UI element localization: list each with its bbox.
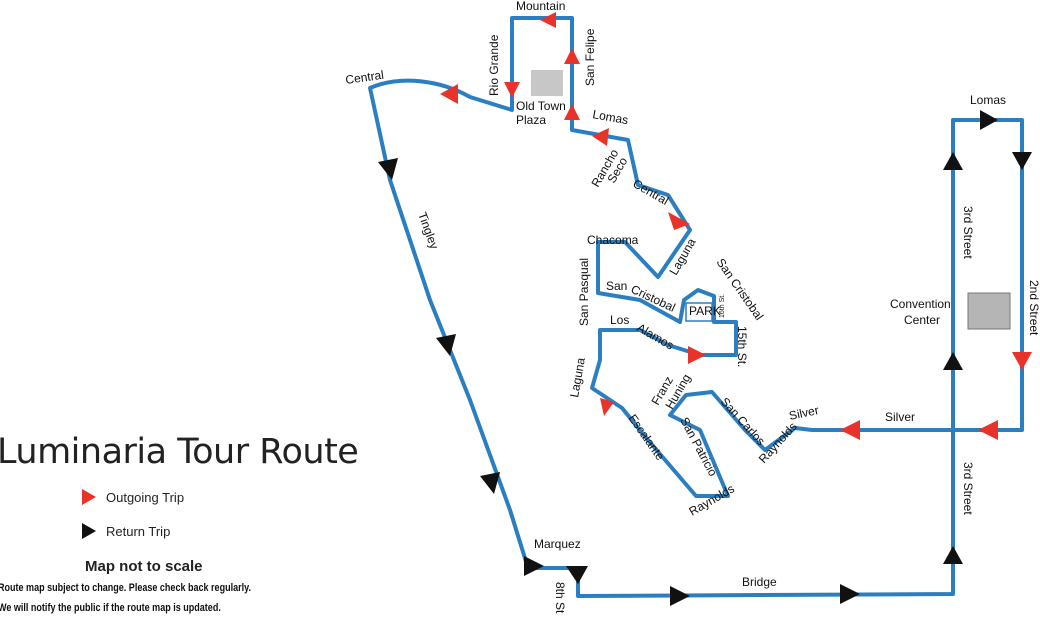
outgoing-arrow-mountain xyxy=(540,12,556,28)
return-arrow-marquez xyxy=(524,556,544,576)
label-san-a: San xyxy=(606,279,627,293)
return-arrow-third-mid xyxy=(943,352,963,370)
return-arrow-bridge-east xyxy=(840,584,860,604)
route-change-note: Route map subject to change. Please chec… xyxy=(0,582,251,594)
label-15th: 15th St. xyxy=(735,326,749,367)
label-rio-grande: Rio Grande xyxy=(487,34,501,96)
label-escalante: Escalante xyxy=(626,412,668,463)
place-labels: Old Town Plaza PARK Convention Center xyxy=(516,99,951,327)
outgoing-arrow-second xyxy=(978,420,998,440)
return-arrow-eighth xyxy=(566,566,588,584)
legend-return: Return Trip xyxy=(82,523,170,539)
return-arrow-tingley-top xyxy=(378,158,398,180)
label-mountain: Mountain xyxy=(516,0,565,13)
outgoing-arrow-central-mid xyxy=(668,212,690,230)
label-bridge: Bridge xyxy=(742,575,777,589)
map-title: Luminaria Tour Route xyxy=(0,432,359,472)
outgoing-arrow-second-down xyxy=(1012,352,1032,370)
scale-note: Map not to scale xyxy=(85,558,203,575)
label-raynolds-a: Raynolds xyxy=(687,481,737,518)
label-2nd-street: 2nd Street xyxy=(1027,280,1040,336)
label-central-nw: Central xyxy=(344,68,384,87)
return-arrow-lomas-east xyxy=(980,110,998,130)
label-los: Los xyxy=(610,313,629,327)
label-plaza: Plaza xyxy=(516,113,546,127)
label-8th: 8th St xyxy=(553,582,567,614)
return-arrows xyxy=(378,110,1032,606)
label-lomas-oldtown: Lomas xyxy=(591,107,629,127)
legend-outgoing: Outgoing Trip xyxy=(82,489,184,505)
label-park: PARK xyxy=(689,304,721,318)
label-silver: Silver xyxy=(885,410,915,424)
park-block xyxy=(685,302,713,322)
label-old-town: Old Town xyxy=(516,99,566,113)
label-laguna-lower: Laguna xyxy=(567,356,588,398)
route-east-loop xyxy=(951,118,1024,432)
label-16th: 16th St. xyxy=(719,294,726,318)
outgoing-arrow-icon xyxy=(82,489,96,505)
legend-return-label: Return Trip xyxy=(106,523,171,539)
label-3rd-upper: 3rd Street xyxy=(961,206,975,259)
label-alamos: Alamos xyxy=(635,320,677,352)
outgoing-arrows xyxy=(440,12,1032,440)
old-town-plaza-block xyxy=(531,70,563,96)
label-3rd-lower: 3rd Street xyxy=(961,462,975,515)
notify-note: We will notify the public if the route m… xyxy=(0,602,221,614)
return-arrow-second-top xyxy=(1012,152,1032,170)
return-arrow-tingley-mid xyxy=(436,334,456,356)
label-central-mid: Central xyxy=(631,176,672,207)
convention-center-block xyxy=(967,292,1011,330)
return-arrow-bridge-west xyxy=(670,586,690,606)
label-chacoma: Chacoma xyxy=(587,233,639,247)
label-san-carlos: San Carlos xyxy=(718,395,768,448)
outgoing-arrow-alamos xyxy=(688,346,706,364)
outgoing-arrow-silver xyxy=(840,420,860,440)
label-san-patricio: San Patricio xyxy=(677,415,720,479)
label-marquez: Marquez xyxy=(534,537,581,551)
label-center: Center xyxy=(904,313,940,327)
return-arrow-third-lower xyxy=(943,546,963,564)
outgoing-arrow-old-town xyxy=(564,104,580,120)
outgoing-arrow-lomas xyxy=(592,128,609,146)
return-arrow-icon xyxy=(82,523,96,539)
outgoing-arrow-san-felipe xyxy=(564,48,580,64)
return-arrow-third-upper xyxy=(943,152,963,170)
label-tingley: Tingley xyxy=(415,210,441,251)
label-san-felipe: San Felipe xyxy=(583,28,597,86)
return-arrow-tingley-low xyxy=(480,472,500,494)
outgoing-arrow-laguna xyxy=(600,398,614,416)
label-lomas-east: Lomas xyxy=(970,93,1006,107)
outgoing-arrow-rio-grande xyxy=(504,82,520,98)
legend-outgoing-label: Outgoing Trip xyxy=(106,489,185,505)
label-silver-small: Silver xyxy=(788,403,820,423)
label-san-pasqual: San Pasqual xyxy=(577,258,591,326)
label-convention: Convention xyxy=(890,297,951,311)
outgoing-arrow-central-nw xyxy=(440,84,458,104)
